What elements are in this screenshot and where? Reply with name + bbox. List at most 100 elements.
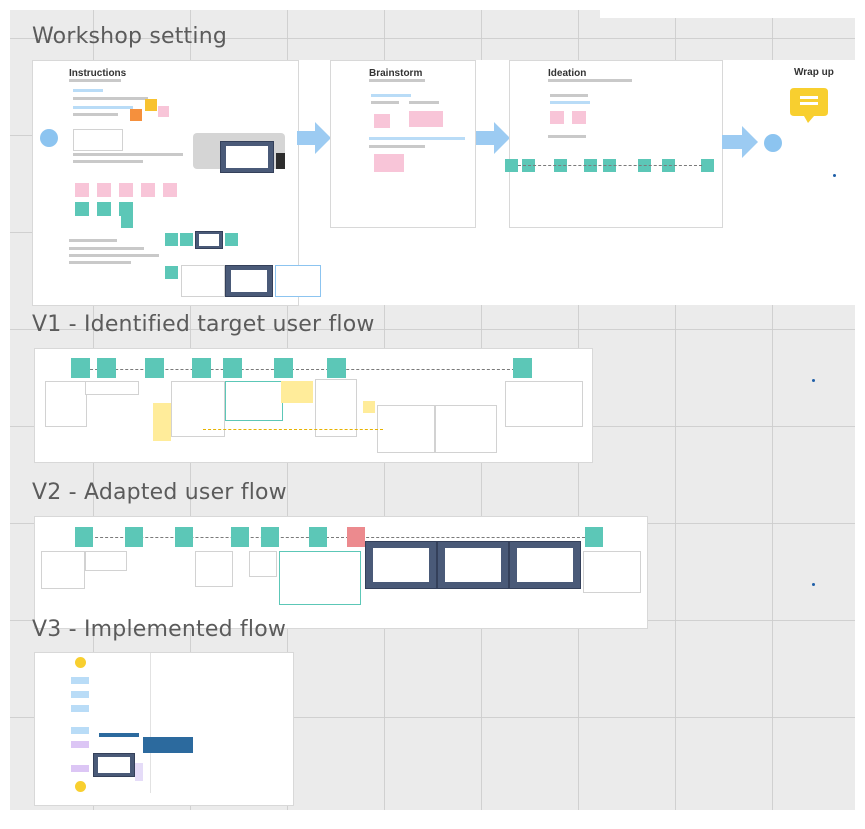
sticky-note[interactable] [572, 111, 586, 124]
screen-thumbnail[interactable] [93, 753, 135, 777]
bullet-marker [833, 174, 836, 177]
whiteboard-canvas[interactable]: Workshop setting Instructions [10, 10, 855, 810]
sticky-note[interactable] [75, 183, 89, 197]
step-box[interactable] [71, 691, 89, 698]
sticky-note[interactable] [158, 106, 169, 117]
flow-step[interactable] [192, 358, 211, 378]
table-snippet [143, 737, 193, 753]
screen-thumbnail[interactable] [509, 541, 581, 589]
right-arrow-icon [476, 122, 510, 154]
screen-thumbnail[interactable] [220, 141, 274, 173]
v3-frame[interactable] [34, 652, 294, 806]
flow-step[interactable] [585, 527, 603, 547]
text-line [73, 97, 148, 100]
wireframe[interactable] [249, 551, 277, 577]
wireframe[interactable] [181, 265, 225, 297]
wireframe[interactable] [45, 381, 87, 427]
wireframe[interactable] [377, 405, 435, 453]
step-box[interactable] [71, 741, 89, 748]
brainstorm-frame[interactable]: Brainstorm [330, 60, 476, 228]
wireframe[interactable] [85, 381, 139, 395]
step-box[interactable] [71, 677, 89, 684]
v2-frame[interactable] [34, 516, 815, 629]
text-line [73, 113, 118, 116]
section-title-v2: V2 - Adapted user flow [32, 480, 287, 505]
title-underline [69, 79, 121, 82]
sticky-note[interactable] [374, 154, 404, 172]
sticky-note[interactable] [550, 111, 564, 124]
sticky-note[interactable] [163, 183, 177, 197]
frame-title-ideation: Ideation [548, 68, 587, 79]
wireframe[interactable] [195, 551, 233, 587]
screen-thumbnail[interactable] [437, 541, 509, 589]
flow-step[interactable] [261, 527, 279, 547]
flow-step[interactable] [223, 358, 242, 378]
sticky-note[interactable] [75, 202, 89, 216]
sticky-note[interactable] [409, 111, 443, 127]
sticky-note[interactable] [281, 381, 313, 403]
v1-frame[interactable] [34, 348, 815, 463]
wireframe[interactable] [41, 551, 85, 589]
flow-step[interactable] [327, 358, 346, 378]
screen-thumbnail[interactable] [195, 231, 223, 249]
frame-title-wrap-up: Wrap up [794, 67, 834, 78]
flow-step[interactable] [145, 358, 164, 378]
screen-thumbnail[interactable] [225, 265, 273, 297]
flow-step[interactable] [505, 159, 518, 172]
text-line [371, 94, 411, 97]
sticky-note[interactable] [180, 233, 193, 246]
flow-step[interactable] [309, 527, 327, 547]
section-title-workshop: Workshop setting [32, 24, 228, 49]
step-dot [40, 129, 58, 147]
wireframe[interactable] [275, 265, 321, 297]
flow-step[interactable] [274, 358, 293, 378]
sticky-note[interactable] [97, 183, 111, 197]
card[interactable] [73, 129, 123, 151]
sticky-note[interactable] [119, 183, 133, 197]
flow-step[interactable] [75, 527, 93, 547]
wireframe[interactable] [85, 551, 127, 571]
sticky-note[interactable] [145, 99, 157, 111]
sticky-note[interactable] [130, 109, 142, 121]
sticky-note[interactable] [363, 401, 375, 413]
frame-title-brainstorm: Brainstorm [369, 68, 423, 79]
text-line [369, 137, 465, 140]
flow-step[interactable] [231, 527, 249, 547]
text-line [550, 101, 590, 104]
flow-step[interactable] [125, 527, 143, 547]
sticky-note[interactable] [135, 763, 143, 781]
wireframe[interactable] [435, 405, 497, 453]
flow-step-alert[interactable] [347, 527, 365, 547]
flow-step[interactable] [175, 527, 193, 547]
sticky-note[interactable] [97, 202, 111, 216]
text-line [409, 101, 439, 104]
instructions-frame[interactable]: Instructions [32, 60, 321, 306]
sticky-note[interactable] [141, 183, 155, 197]
flow-step[interactable] [513, 358, 532, 378]
sticky-note[interactable] [153, 403, 171, 441]
flow-step[interactable] [97, 358, 116, 378]
photo-thumbnail[interactable] [276, 153, 285, 169]
flow-step[interactable] [701, 159, 714, 172]
sticky-note[interactable] [225, 233, 238, 246]
wireframe[interactable] [315, 379, 357, 437]
wireframe[interactable] [225, 381, 283, 421]
sticky-note[interactable] [119, 202, 133, 216]
sticky-note[interactable] [374, 114, 390, 128]
sticky-note[interactable] [165, 266, 178, 279]
connector-line [75, 537, 595, 538]
wireframe[interactable] [279, 551, 361, 605]
step-box[interactable] [71, 727, 89, 734]
sticky-note[interactable] [165, 233, 178, 246]
workshop-frame[interactable]: Instructions [32, 60, 855, 306]
screen-thumbnail[interactable] [365, 541, 437, 589]
sticky-note[interactable] [121, 216, 133, 228]
wireframe[interactable] [505, 381, 583, 427]
ideation-frame[interactable]: Ideation [505, 60, 723, 228]
text-line [69, 254, 159, 257]
step-box[interactable] [71, 705, 89, 712]
wireframe[interactable] [583, 551, 641, 593]
flow-step[interactable] [71, 358, 90, 378]
step-box[interactable] [71, 765, 89, 772]
wireframe[interactable] [171, 381, 225, 437]
